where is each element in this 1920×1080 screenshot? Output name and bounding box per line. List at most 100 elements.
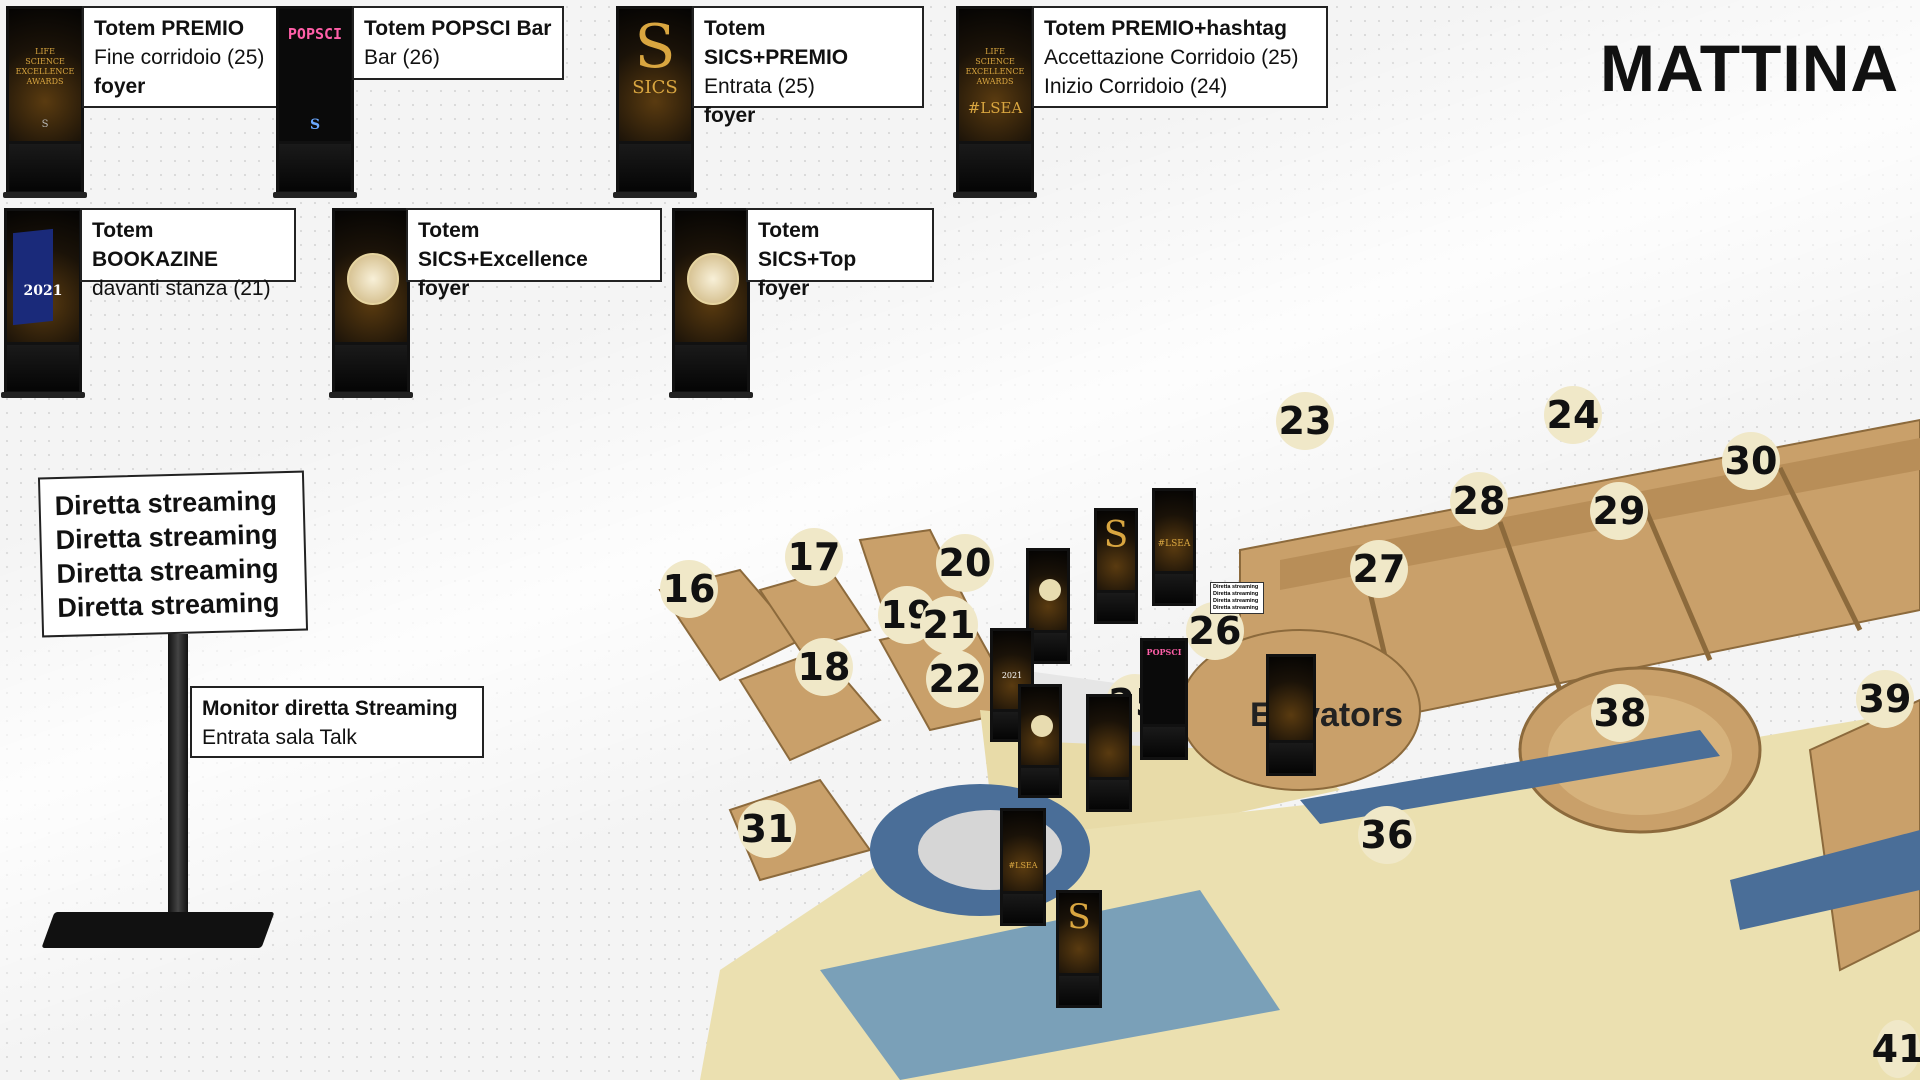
streaming-line: Diretta streaming: [56, 587, 280, 624]
totem-base: [1018, 767, 1062, 798]
s-logo-icon: S: [1103, 515, 1129, 556]
label-area: foyer: [758, 277, 810, 300]
awards-logo: LIFE SCIENCE EXCELLENCE AWARDS: [15, 47, 75, 86]
totem-base: [1000, 894, 1046, 926]
totem-popsci-label: Totem POPSCI Bar Bar (26): [352, 6, 564, 80]
room-27: 27: [1350, 540, 1408, 598]
totem-screen: [672, 208, 750, 345]
label-title: Totem POPSCI Bar: [364, 17, 552, 40]
room-22: 22: [926, 650, 984, 708]
totem-sics-top-label: Totem SICS+Top foyer: [746, 208, 934, 300]
streaming-line: Diretta streaming: [1213, 591, 1259, 597]
map-totem-sics: S: [1094, 508, 1138, 626]
hashtag-text: #LSEA: [1157, 539, 1191, 549]
totem-base: [6, 144, 84, 195]
room-16: 16: [660, 560, 718, 618]
totem-bookazine-label: Totem BOOKAZINE davanti stanza (21): [80, 208, 296, 300]
label-title: Totem SICS+Top: [758, 219, 857, 271]
label-area: foyer: [704, 104, 756, 127]
totem-premio-label: Totem PREMIO Fine corridoio (25) foyer: [82, 6, 278, 108]
sics-logo: SICS: [632, 77, 678, 98]
totem-foot: [668, 392, 754, 398]
totem-screen: [332, 208, 410, 345]
totem-base: [1140, 727, 1188, 760]
totem-screen: LIFE SCIENCE EXCELLENCE AWARDS #LSEA: [956, 6, 1034, 145]
totem-sics-excellence: [328, 208, 414, 398]
label-area: foyer: [418, 277, 470, 300]
totem-sics-premio: S SICS: [612, 6, 698, 198]
room-36: 36: [1358, 806, 1416, 864]
label-title: Totem SICS+Excellence: [418, 219, 588, 271]
room-24: 24: [1544, 386, 1602, 444]
floor-map: 16 17 18 19 20 21 22 23 24 25 26 27 28 2…: [640, 386, 1920, 1080]
totem-popsci: POPSCI S: [272, 6, 358, 198]
streaming-sign: Diretta streaming Diretta streaming Dire…: [37, 470, 309, 638]
totem-foot: [612, 192, 698, 198]
totem-screen: S SICS: [616, 6, 694, 145]
streaming-line: Diretta streaming: [1213, 598, 1259, 604]
stand-pole: [168, 634, 188, 924]
totem-premio-hashtag: LIFE SCIENCE EXCELLENCE AWARDS #LSEA: [952, 6, 1038, 198]
room-39: 39: [1856, 670, 1914, 728]
medal-icon: [687, 253, 739, 305]
totem-base: [616, 144, 694, 195]
totem-screen: POPSCI: [1140, 638, 1188, 728]
label-location: davanti stanza (21): [92, 277, 271, 300]
map-totem-premio-right: [1266, 654, 1316, 778]
label-title: Totem PREMIO+hashtag: [1044, 17, 1287, 40]
totem-screen: POPSCI S: [276, 6, 354, 145]
label-location: Fine corridoio (25): [94, 46, 265, 69]
totem-foot: [0, 392, 86, 398]
medal-icon: [1039, 579, 1061, 601]
room-18: 18: [795, 638, 853, 696]
label-title: Monitor diretta Streaming: [202, 697, 458, 720]
room-31: 31: [738, 800, 796, 858]
totem-screen: [1026, 548, 1070, 633]
totem-foot: [272, 192, 358, 198]
totem-base: [4, 344, 82, 395]
label-title: Totem BOOKAZINE: [92, 219, 218, 271]
room-41: 41: [1872, 1020, 1920, 1078]
totem-screen: [1086, 694, 1132, 781]
room-23: 23: [1276, 392, 1334, 450]
label-title: Totem PREMIO: [94, 17, 245, 40]
awards-logo: LIFE SCIENCE EXCELLENCE AWARDS: [965, 47, 1025, 86]
label-location: Accettazione Corridoio (25): [1044, 46, 1299, 69]
room-38: 38: [1591, 684, 1649, 742]
medal-icon: [1031, 715, 1053, 737]
totem-base: [1266, 743, 1316, 776]
totem-screen: S: [1056, 890, 1102, 977]
map-totem-premio: [1086, 694, 1132, 814]
totem-bookazine: 2021: [0, 208, 86, 398]
totem-screen: S: [1094, 508, 1138, 593]
s-logo-icon: S: [309, 117, 321, 133]
totem-base: [332, 344, 410, 395]
label-area: Inizio Corridoio (24): [1044, 75, 1228, 98]
totem-base: [1056, 976, 1102, 1008]
map-totem-hashtag: #LSEA: [1152, 488, 1196, 608]
totem-screen: [1266, 654, 1316, 744]
room-20: 20: [936, 534, 994, 592]
totem-base: [1152, 574, 1196, 606]
totem-sics-premio-label: Totem SICS+PREMIO Entrata (25) foyer: [692, 6, 924, 127]
map-totem-sics-top: [1018, 684, 1062, 800]
year-text: 2021: [23, 283, 63, 299]
totem-base: [1094, 592, 1138, 624]
year-text: 2021: [1001, 671, 1023, 680]
map-streaming-sign: Diretta streaming Diretta streaming Dire…: [1210, 582, 1264, 614]
map-totem-popsci: POPSCI: [1140, 638, 1188, 762]
streaming-line: Diretta streaming: [1213, 584, 1259, 590]
s-logo-icon: S: [1067, 897, 1091, 937]
label-title: Totem SICS+PREMIO: [704, 17, 849, 69]
totem-foot: [2, 192, 88, 198]
totem-screen: 2021: [990, 628, 1034, 712]
label-area: foyer: [94, 75, 146, 98]
map-totem-sics-lower: S: [1056, 890, 1102, 1010]
totem-screen: LIFE SCIENCE EXCELLENCE AWARDS S: [6, 6, 84, 145]
book-cover: [13, 228, 53, 326]
totem-premio-hashtag-label: Totem PREMIO+hashtag Accettazione Corrid…: [1032, 6, 1328, 108]
medal-icon: [347, 253, 399, 305]
map-totem-bookazine: 2021: [990, 628, 1034, 744]
s-logo-icon: S: [634, 12, 676, 82]
totem-base: [1086, 780, 1132, 812]
